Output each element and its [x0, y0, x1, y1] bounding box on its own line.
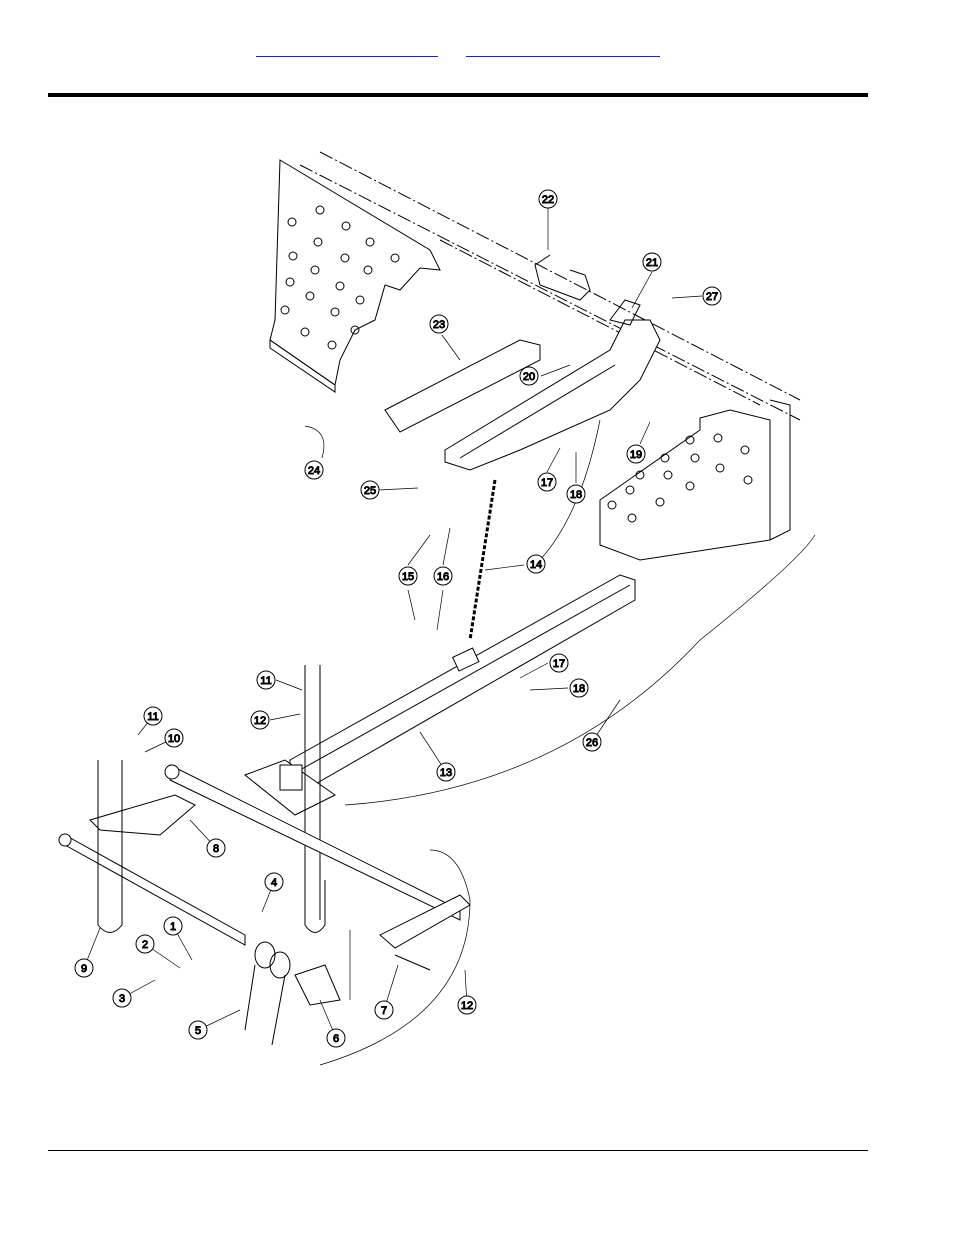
perforated-deck-left — [270, 160, 440, 392]
callout-3: 3 — [113, 989, 131, 1007]
svg-text:14: 14 — [530, 559, 542, 571]
u-bolt-right — [305, 880, 325, 933]
svg-text:1: 1 — [170, 921, 176, 933]
callout-16: 16 — [434, 567, 452, 585]
callout-11-upper: 11 — [257, 671, 275, 689]
callout-23: 23 — [430, 315, 448, 333]
svg-text:21: 21 — [646, 257, 658, 269]
svg-text:18: 18 — [570, 489, 582, 501]
svg-text:2: 2 — [142, 939, 148, 951]
svg-text:11: 11 — [147, 711, 158, 723]
callout-19: 19 — [627, 445, 645, 463]
svg-text:3: 3 — [119, 993, 125, 1005]
svg-text:12: 12 — [254, 715, 266, 727]
svg-text:10: 10 — [168, 733, 180, 745]
svg-text:23: 23 — [433, 319, 445, 331]
callout-12-upper: 12 — [251, 711, 269, 729]
svg-text:7: 7 — [381, 1005, 387, 1017]
callout-2: 2 — [136, 935, 154, 953]
callout-18-lower: 18 — [570, 679, 588, 697]
callout-8: 8 — [207, 839, 225, 857]
svg-text:12: 12 — [461, 1000, 473, 1012]
callout-13: 13 — [437, 763, 455, 781]
sleeve — [295, 965, 340, 1005]
svg-text:15: 15 — [402, 571, 414, 583]
torsion-springs — [245, 942, 290, 1045]
svg-text:6: 6 — [333, 1033, 339, 1045]
callout-5: 5 — [189, 1021, 207, 1039]
u-bolt-left — [98, 760, 122, 933]
svg-text:11: 11 — [260, 675, 271, 687]
callout-18-upper: 18 — [567, 485, 585, 503]
callout-17-lower: 17 — [550, 654, 568, 672]
chain — [470, 480, 495, 640]
callout-25: 25 — [361, 481, 379, 499]
callout-22: 22 — [539, 190, 557, 208]
callout-24: 24 — [305, 461, 323, 479]
svg-text:5: 5 — [195, 1025, 201, 1037]
svg-text:19: 19 — [630, 449, 642, 461]
svg-text:24: 24 — [308, 465, 320, 477]
callout-14: 14 — [527, 555, 545, 573]
svg-text:9: 9 — [81, 963, 87, 975]
svg-text:17: 17 — [553, 658, 565, 670]
main-bracket — [385, 320, 660, 470]
callout-20: 20 — [520, 367, 538, 385]
perforated-deck-right — [600, 400, 790, 560]
callout-12-lower: 12 — [458, 996, 476, 1014]
callout-27: 27 — [703, 287, 721, 305]
bracket-plate — [90, 795, 195, 835]
callout-1: 1 — [164, 917, 182, 935]
callout-6: 6 — [327, 1029, 345, 1047]
callout-17-upper: 17 — [538, 473, 556, 491]
callout-9: 9 — [75, 959, 93, 977]
svg-text:16: 16 — [437, 571, 449, 583]
svg-text:25: 25 — [364, 485, 376, 497]
leader-lines — [84, 208, 702, 1038]
callout-11-lower: 11 — [144, 707, 162, 725]
svg-text:26: 26 — [586, 737, 598, 749]
svg-text:4: 4 — [271, 877, 277, 889]
callout-10: 10 — [165, 729, 183, 747]
callout-4: 4 — [265, 873, 283, 891]
callout-15: 15 — [399, 567, 417, 585]
svg-text:27: 27 — [706, 291, 718, 303]
svg-text:17: 17 — [541, 477, 553, 489]
svg-text:18: 18 — [573, 683, 585, 695]
svg-text:20: 20 — [523, 371, 535, 383]
svg-text:8: 8 — [213, 843, 219, 855]
callout-21: 21 — [643, 253, 661, 271]
svg-text:22: 22 — [542, 194, 554, 206]
callout-7: 7 — [375, 1001, 393, 1019]
callout-26: 26 — [583, 733, 601, 751]
svg-text:13: 13 — [440, 767, 452, 779]
mount-plate — [245, 665, 335, 920]
